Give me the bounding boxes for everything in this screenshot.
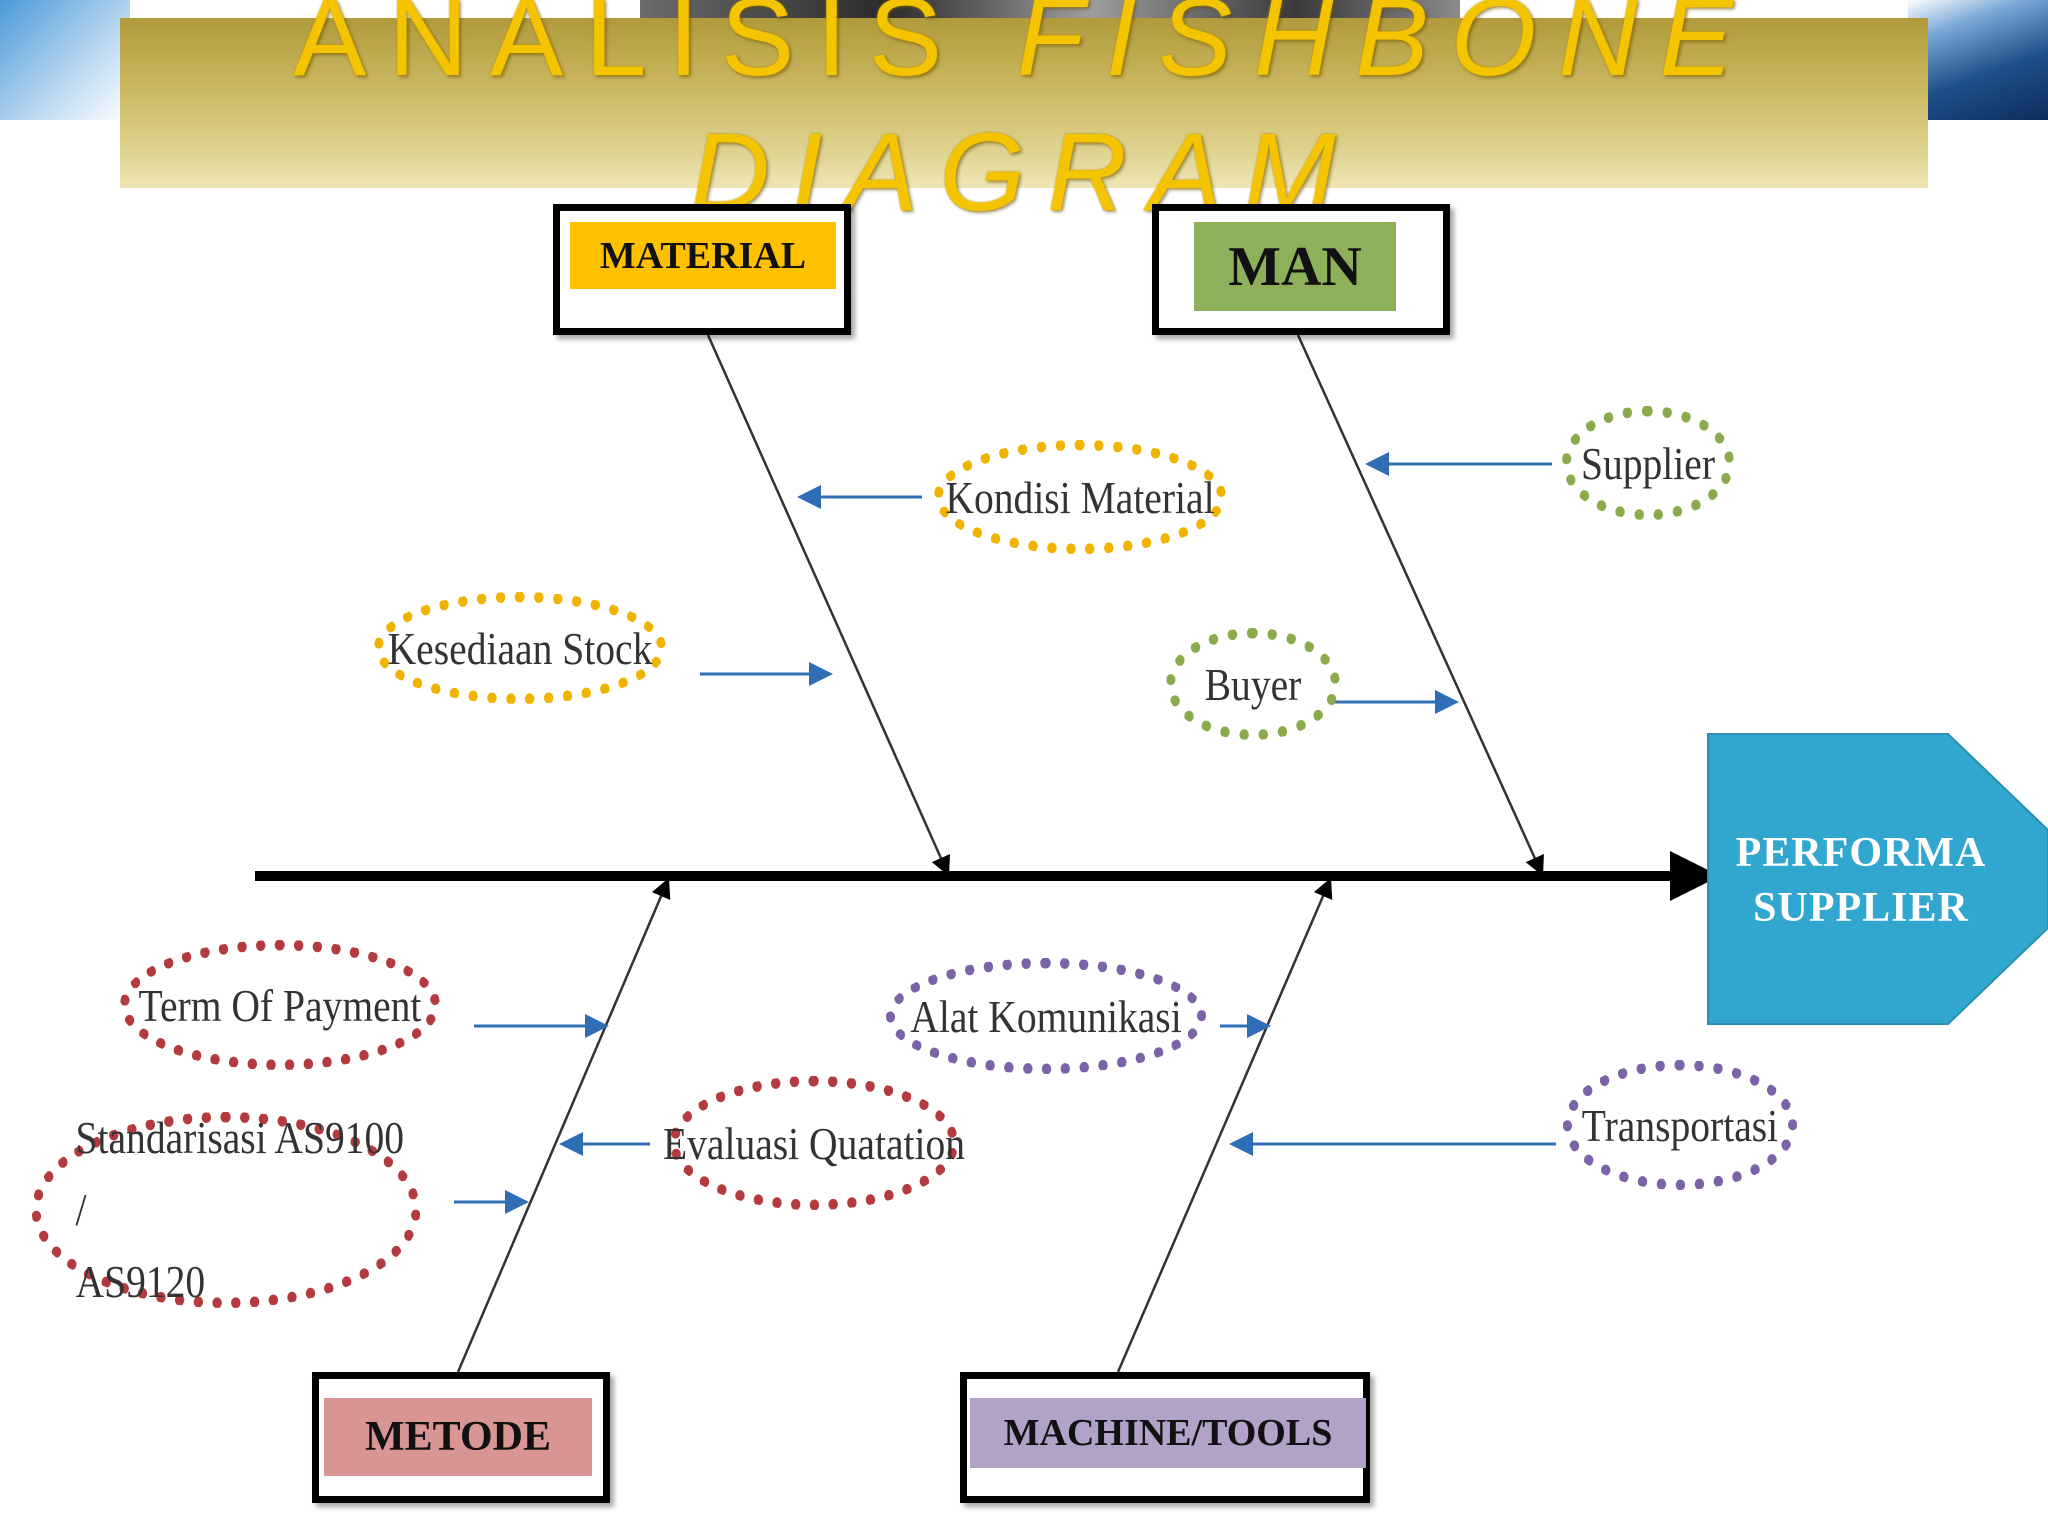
corner-decoration-left bbox=[0, 0, 130, 120]
cause-kondisi-material: Kondisi Material bbox=[933, 440, 1227, 554]
title-band bbox=[120, 18, 1928, 188]
cause-evaluasi-quatation: Evaluasi Quatation bbox=[663, 1076, 965, 1210]
bone-man bbox=[1296, 334, 1544, 877]
effect-label-line-1: PERFORMA bbox=[1735, 830, 1987, 876]
cause-standarisasi: Standarisasi AS9100 / AS9120 bbox=[31, 1112, 421, 1308]
category-label-machine: MACHINE/TOOLS bbox=[970, 1398, 1366, 1468]
title-word-2: FISHBONE bbox=[1016, 0, 1756, 99]
bone-metode bbox=[456, 877, 671, 1373]
cause-transportasi: Transportasi bbox=[1563, 1060, 1797, 1190]
cause-standarisasi-line-2: AS9120 bbox=[75, 1256, 206, 1307]
effect-label-line-2: SUPPLIER bbox=[1753, 885, 1969, 931]
cause-alat-komunikasi: Alat Komunikasi bbox=[886, 958, 1206, 1074]
cause-standarisasi-line-1: Standarisasi AS9100 / bbox=[75, 1112, 405, 1235]
category-label-man: MAN bbox=[1194, 222, 1396, 311]
corner-decoration-right bbox=[1908, 0, 2048, 120]
cause-buyer: Buyer bbox=[1166, 628, 1340, 740]
bone-material bbox=[706, 334, 951, 877]
effect-label: PERFORMA SUPPLIER bbox=[1706, 826, 2016, 936]
page-title: ANALISIS FISHBONE DIAGRAM bbox=[120, 0, 1928, 240]
title-word-1: ANALISIS bbox=[292, 0, 965, 99]
cause-kesediaan-stock: Kesediaan Stock bbox=[373, 592, 667, 704]
category-label-metode: METODE bbox=[324, 1398, 592, 1476]
cause-supplier: Supplier bbox=[1562, 406, 1734, 520]
category-label-material: MATERIAL bbox=[570, 222, 836, 289]
effect-box bbox=[1707, 733, 2048, 1025]
bone-machine bbox=[1116, 877, 1333, 1373]
cause-term-of-payment: Term Of Payment bbox=[120, 940, 440, 1070]
